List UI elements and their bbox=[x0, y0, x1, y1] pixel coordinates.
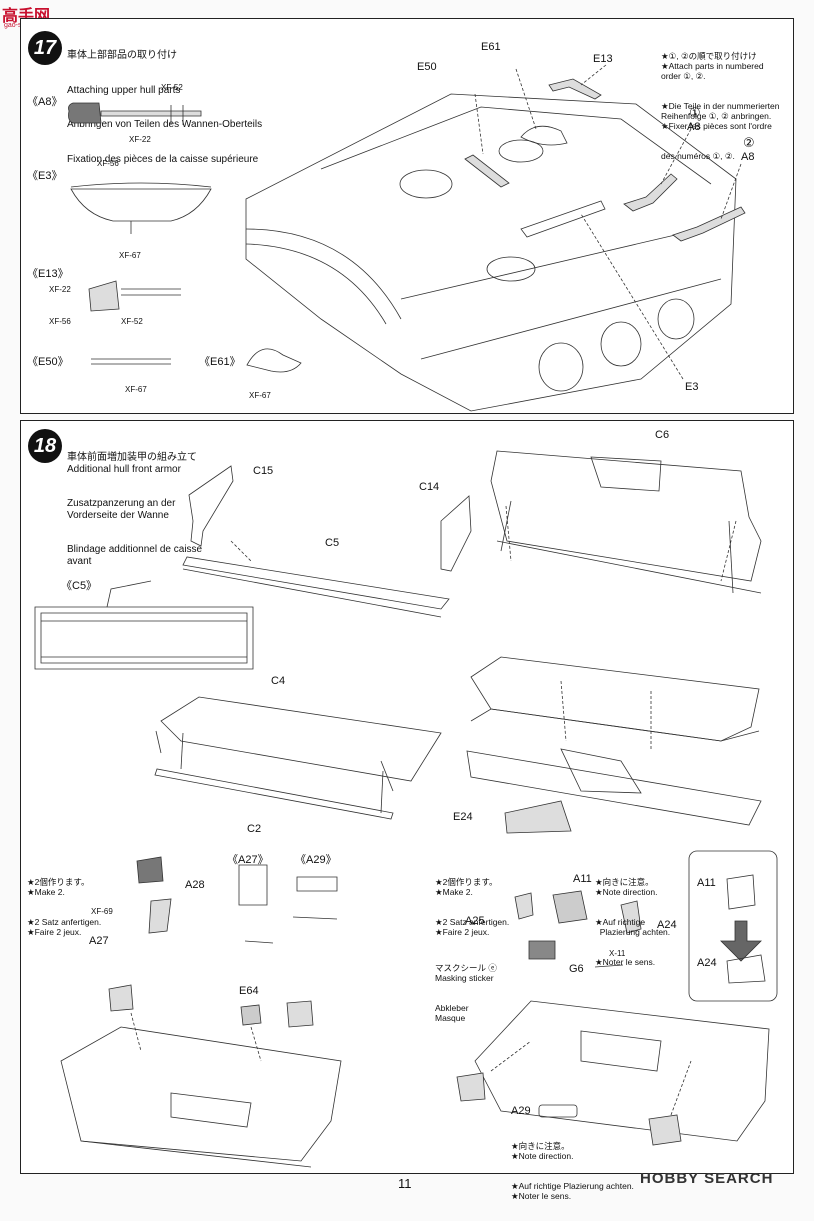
notes-direction-bottom: ★向きに注意。★Note direction. ★Auf richtige Pl… bbox=[511, 1141, 634, 1201]
part-e3: E3 bbox=[685, 381, 699, 393]
part-a11: A11 bbox=[573, 873, 592, 885]
paint-e3-top: XF-56 bbox=[97, 159, 119, 168]
paint-e13-left: XF-22 bbox=[49, 285, 71, 294]
part-e13: E13 bbox=[593, 53, 613, 65]
sublabel-e50: 《E50》 bbox=[27, 356, 69, 368]
paint-e13-right: XF-52 bbox=[121, 317, 143, 326]
part-a24-inset: A24 bbox=[697, 957, 717, 969]
paint-a8-top: XF-52 bbox=[161, 83, 183, 92]
notes-direction-top: ★向きに注意。★Note direction. ★Auf richtige Pl… bbox=[595, 877, 671, 967]
part-e61: E61 bbox=[481, 41, 501, 53]
part-g6: G6 bbox=[569, 963, 584, 975]
sublabel-a8: 《A8》 bbox=[27, 96, 63, 108]
part-a25: A25 bbox=[465, 915, 485, 927]
part-c4: C4 bbox=[271, 675, 286, 687]
notes-make2-left: ★2個作ります。★Make 2. ★2 Satz anfertigen.★Fai… bbox=[27, 877, 102, 937]
paint-e61: XF-67 bbox=[249, 391, 271, 400]
part-a8-1: A8 bbox=[687, 121, 701, 133]
part-a27: A27 bbox=[89, 935, 109, 947]
sublabel-e13: 《E13》 bbox=[27, 268, 69, 280]
part-c5: C5 bbox=[325, 537, 340, 549]
paint-e50: XF-67 bbox=[125, 385, 147, 394]
sublabel-a27: 《A27》 bbox=[227, 854, 269, 866]
part-e50: E50 bbox=[417, 61, 437, 73]
step17-line-art bbox=[21, 19, 793, 413]
step17-panel: 17 車体上部部品の取り付け Attaching upper hull part… bbox=[20, 18, 794, 414]
sublabel-e3: 《E3》 bbox=[27, 170, 63, 182]
step17-title: 車体上部部品の取り付け Attaching upper hull parts A… bbox=[67, 50, 263, 165]
sublabel-a29: 《A29》 bbox=[295, 854, 337, 866]
sublabel-c5: 《C5》 bbox=[61, 580, 98, 592]
step18-line-art bbox=[21, 421, 793, 1173]
step18-number: 18 bbox=[28, 429, 62, 463]
watermark-brand: HOBBY SEARCH bbox=[640, 1170, 774, 1187]
sublabel-e61: 《E61》 bbox=[199, 356, 241, 368]
part-e64: E64 bbox=[239, 985, 259, 997]
part-num1: ① bbox=[689, 105, 701, 120]
page-number: 11 bbox=[398, 1176, 412, 1191]
paint-e3-bottom: XF-67 bbox=[119, 251, 141, 260]
part-c6: C6 bbox=[655, 429, 670, 441]
part-e24: E24 bbox=[453, 811, 473, 823]
part-a11-inset: A11 bbox=[697, 877, 716, 889]
part-a28: A28 bbox=[185, 879, 205, 891]
part-c2: C2 bbox=[247, 823, 262, 835]
paint-a8-bottom: XF-22 bbox=[129, 135, 151, 144]
part-num2: ② bbox=[743, 135, 755, 150]
notes-make2-right: ★2個作ります。★Make 2. ★2 Satz anfertigen.★Fai… bbox=[435, 877, 510, 937]
part-a24: A24 bbox=[657, 919, 677, 931]
part-c15: C15 bbox=[253, 465, 274, 477]
paint-a28: XF-69 bbox=[91, 907, 113, 916]
step17-number: 17 bbox=[28, 31, 62, 65]
paint-e13-bottom: XF-56 bbox=[49, 317, 71, 326]
part-c14: C14 bbox=[419, 481, 440, 493]
part-a29: A29 bbox=[511, 1105, 531, 1117]
paint-x11: X-11 bbox=[609, 949, 626, 958]
part-a8-2: A8 bbox=[741, 151, 755, 163]
